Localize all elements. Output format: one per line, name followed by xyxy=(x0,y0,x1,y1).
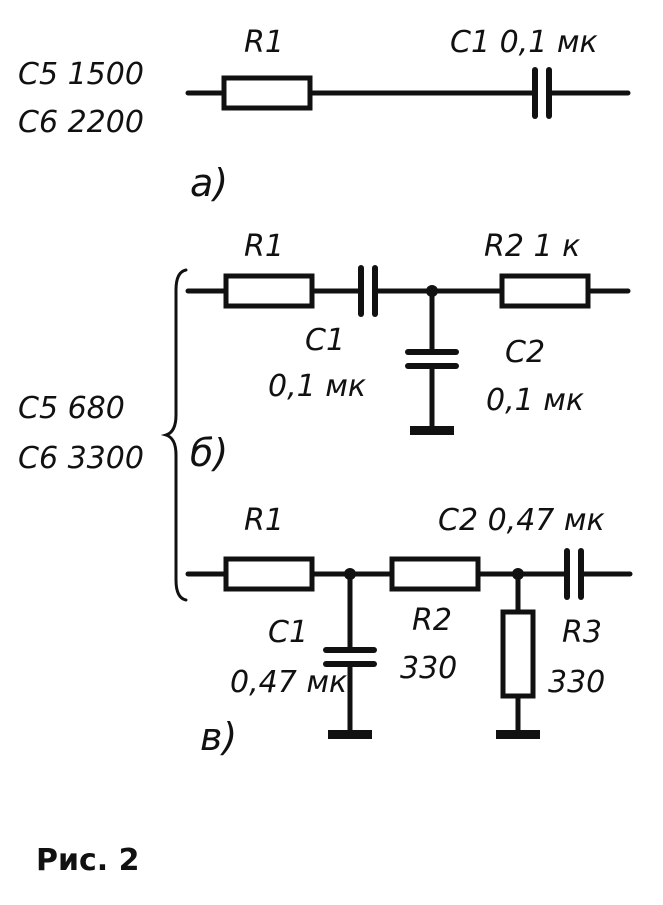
circuit-b-label: б) xyxy=(190,431,228,475)
shared-values-line1: С5 680 xyxy=(18,391,125,426)
circuit-b: R1 R2 1 к С1 0,1 мк С2 0,1 мк б) xyxy=(185,229,631,475)
circuit-v-r3-value: 330 xyxy=(548,665,605,700)
curly-brace xyxy=(160,268,188,602)
resistor-r2 xyxy=(389,556,481,592)
circuit-a-c1-label: С1 0,1 мк xyxy=(450,25,598,60)
circuit-v-r2-name: R2 xyxy=(412,603,452,638)
circuit-v-label: в) xyxy=(200,715,237,759)
ground-symbol xyxy=(496,730,540,739)
resistor-r3 xyxy=(500,609,536,699)
circuit-b-r2-label: R2 1 к xyxy=(484,229,580,264)
resistor-r1 xyxy=(223,273,315,309)
resistor-r1 xyxy=(221,75,313,111)
circuit-a-values-line2: С6 2200 xyxy=(18,105,144,140)
circuit-v-c1-name: С1 xyxy=(268,615,308,650)
circuit-a-r1-label: R1 xyxy=(244,25,284,60)
circuit-b-c1-name: С1 xyxy=(305,323,345,358)
figure-caption: Рис. 2 xyxy=(36,843,140,878)
circuit-v-r2-value: 330 xyxy=(400,651,457,686)
circuit-v-r3-name: R3 xyxy=(562,615,602,650)
shared-values-line2: С6 3300 xyxy=(18,441,144,476)
circuit-b-c2-value: 0,1 мк xyxy=(486,383,584,418)
circuit-v: R1 С2 0,47 мк С1 0,47 мк R2 330 R3 330 в… xyxy=(185,503,633,759)
circuit-a: С5 1500 С6 2200 R1 С1 0,1 мк а) xyxy=(18,25,631,205)
ground-symbol xyxy=(410,426,454,435)
circuit-a-values-line1: С5 1500 xyxy=(18,57,144,92)
circuit-v-r1-label: R1 xyxy=(244,503,284,538)
resistor-r2 xyxy=(499,273,591,309)
circuit-b-c1-value: 0,1 мк xyxy=(268,369,366,404)
circuit-b-r1-label: R1 xyxy=(244,229,284,264)
circuit-v-c2-label: С2 0,47 мк xyxy=(438,503,605,538)
circuit-a-label: а) xyxy=(190,161,228,205)
circuit-v-c1-value: 0,47 мк xyxy=(230,665,347,700)
resistor-r1 xyxy=(223,556,315,592)
circuit-b-c2-name: С2 xyxy=(505,335,545,370)
shared-values-group: С5 680 С6 3300 xyxy=(18,268,188,602)
ground-symbol xyxy=(328,730,372,739)
